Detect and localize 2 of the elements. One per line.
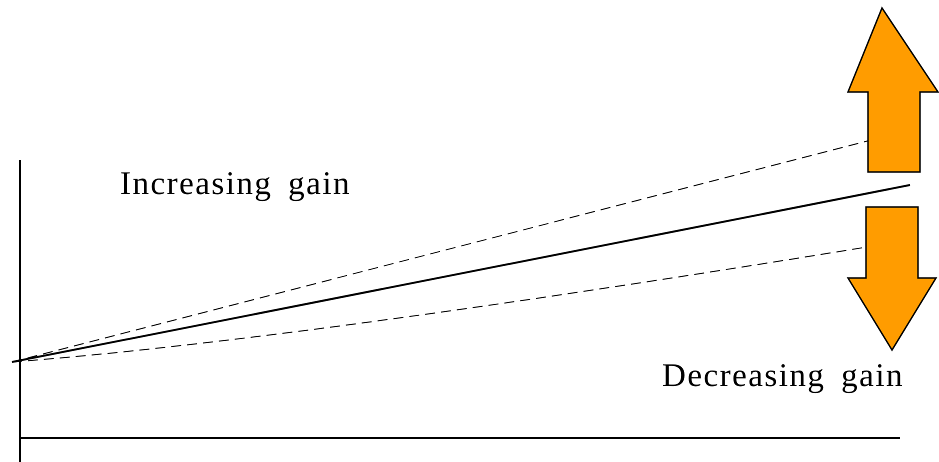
annotation-text: Decreasing gain (662, 360, 904, 393)
annotation-text: Increasing gain (120, 168, 351, 201)
